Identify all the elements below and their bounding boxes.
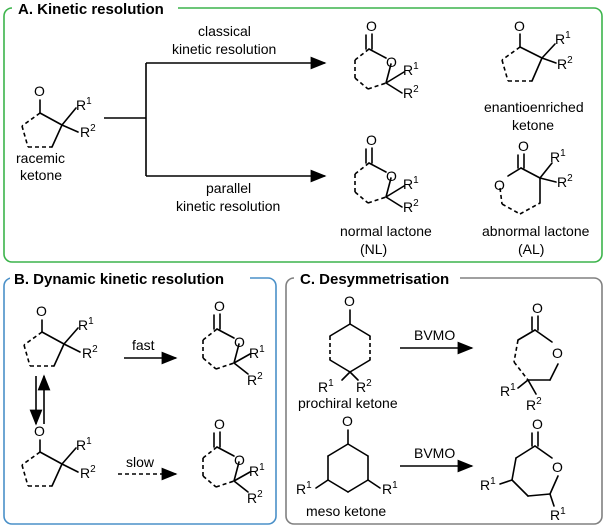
prochiral-ketone-structure: O R1 R2 xyxy=(318,293,372,395)
parallel-label-2: kinetic resolution xyxy=(176,198,280,214)
svg-text:O: O xyxy=(234,334,245,350)
meso-label: meso ketone xyxy=(306,503,386,519)
enantioenriched-label-2: ketone xyxy=(512,117,554,133)
panel-a-title: A. Kinetic resolution xyxy=(18,1,164,18)
svg-text:R1: R1 xyxy=(249,344,265,361)
dkr-ketone-top: O R1 R2 xyxy=(23,303,98,367)
svg-text:R2: R2 xyxy=(80,123,96,140)
svg-text:R1: R1 xyxy=(76,96,92,113)
svg-text:O: O xyxy=(532,300,543,316)
svg-text:R1: R1 xyxy=(76,436,92,453)
panel-c-title-bg xyxy=(294,270,460,288)
svg-text:O: O xyxy=(344,293,355,309)
svg-text:O: O xyxy=(386,54,397,70)
svg-text:R2: R2 xyxy=(82,344,98,361)
svg-text:R1: R1 xyxy=(550,506,566,523)
svg-text:R2: R2 xyxy=(557,173,573,190)
svg-text:O: O xyxy=(34,423,45,439)
svg-text:R2: R2 xyxy=(247,371,263,388)
normal-lactone-label-2: (NL) xyxy=(360,241,387,257)
enantioenriched-label-1: enantioenriched xyxy=(484,99,584,115)
svg-text:R2: R2 xyxy=(80,464,96,481)
svg-text:R1: R1 xyxy=(500,382,516,399)
svg-text:O: O xyxy=(514,18,525,34)
classical-label-1: classical xyxy=(198,23,251,39)
svg-text:R2: R2 xyxy=(557,55,573,72)
abnormal-lactone-label-1: abnormal lactone xyxy=(482,223,590,239)
svg-text:O: O xyxy=(552,459,563,475)
svg-text:O: O xyxy=(214,416,225,432)
svg-text:O: O xyxy=(366,18,377,34)
abnormal-lactone-label-2: (AL) xyxy=(518,241,544,257)
abnormal-lactone-structure: O O R1 R2 xyxy=(494,138,573,215)
panel-b-title-bg xyxy=(10,270,250,288)
svg-text:O: O xyxy=(34,83,45,99)
dkr-lactone-top: O O R1 R2 xyxy=(202,298,265,388)
svg-text:O: O xyxy=(36,303,47,319)
panel-b-title: B. Dynamic kinetic resolution xyxy=(14,271,224,288)
svg-text:O: O xyxy=(518,138,529,154)
svg-text:R1: R1 xyxy=(78,316,94,333)
desym-lactone-bottom: O O R1 R1 xyxy=(480,416,566,523)
normal-lactone-label-1: normal lactone xyxy=(340,223,432,239)
svg-text:O: O xyxy=(234,452,245,468)
svg-text:O: O xyxy=(342,413,353,429)
svg-text:O: O xyxy=(532,416,543,432)
equilibrium-arrows xyxy=(29,374,51,426)
svg-text:O: O xyxy=(386,168,397,184)
svg-text:R1: R1 xyxy=(382,480,398,497)
dkr-ketone-bottom: O R1 R2 xyxy=(21,423,96,487)
prochiral-label: prochiral ketone xyxy=(298,395,398,411)
branch-arrows xyxy=(104,56,327,183)
racemic-label-2: ketone xyxy=(20,167,62,183)
bvmo-label-bottom: BVMO xyxy=(414,445,455,461)
dkr-lactone-bottom: O O R1 R2 xyxy=(202,416,265,506)
svg-text:R1: R1 xyxy=(318,378,334,395)
parallel-label-1: parallel xyxy=(206,180,251,196)
classical-label-2: kinetic resolution xyxy=(172,41,276,57)
svg-text:R2: R2 xyxy=(247,489,263,506)
svg-text:R1: R1 xyxy=(249,462,265,479)
svg-text:O: O xyxy=(214,298,225,314)
desym-lactone-top: O O R1 R2 xyxy=(500,300,563,413)
classical-lactone-structure: O O R1 R2 xyxy=(354,18,419,101)
svg-text:R1: R1 xyxy=(403,61,419,78)
svg-text:R2: R2 xyxy=(526,396,542,413)
racemic-label-1: racemic xyxy=(16,150,65,166)
bvmo-label-top: BVMO xyxy=(414,327,455,343)
meso-ketone-structure: O R1 R1 xyxy=(296,413,398,497)
svg-text:R2: R2 xyxy=(403,198,419,215)
svg-text:R2: R2 xyxy=(403,84,419,101)
svg-text:R1: R1 xyxy=(296,480,312,497)
svg-text:O: O xyxy=(366,132,377,148)
panel-a-title-bg xyxy=(12,0,178,18)
svg-text:O: O xyxy=(494,177,505,193)
svg-text:R1: R1 xyxy=(403,175,419,192)
panel-a-frame xyxy=(3,7,603,263)
slow-label: slow xyxy=(126,454,155,470)
svg-text:R1: R1 xyxy=(480,476,496,493)
svg-text:R2: R2 xyxy=(356,378,372,395)
svg-text:R1: R1 xyxy=(555,30,571,47)
svg-text:R1: R1 xyxy=(550,148,566,165)
fast-label: fast xyxy=(132,337,155,353)
svg-text:O: O xyxy=(552,345,563,361)
racemic-ketone-structure: O R1 R2 xyxy=(21,83,96,148)
enantioenriched-ketone-structure: O R1 R2 xyxy=(501,18,573,82)
normal-lactone-structure: O O R1 R2 xyxy=(354,132,419,215)
panel-c-title: C. Desymmetrisation xyxy=(300,271,449,288)
